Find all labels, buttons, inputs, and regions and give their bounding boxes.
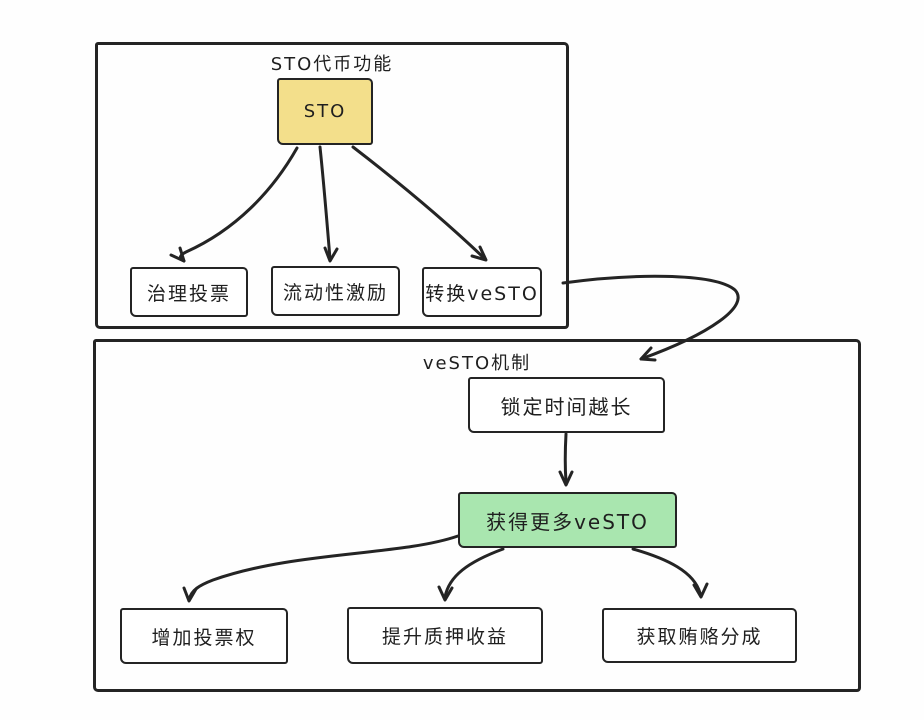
node-lock-duration: 锁定时间越长 bbox=[468, 377, 665, 433]
sto-functions-title: STO代币功能 bbox=[270, 54, 394, 75]
node-increase-voting-power: 增加投票权 bbox=[120, 608, 288, 664]
node-bribe-share: 获取贿赂分成 bbox=[602, 608, 797, 663]
node-boost-staking-yield: 提升质押收益 bbox=[347, 607, 543, 664]
node-sto: STO bbox=[277, 78, 373, 145]
frame-sto-functions: STO代币功能 bbox=[95, 42, 569, 329]
node-convert-vesto: 转换veSTO bbox=[422, 267, 542, 317]
node-more-vesto: 获得更多veSTO bbox=[458, 492, 677, 548]
node-governance-voting: 治理投票 bbox=[130, 267, 248, 317]
node-liquidity-incentive: 流动性激励 bbox=[271, 266, 400, 316]
frame-vesto-mechanism: veSTO机制 bbox=[93, 339, 861, 692]
vesto-mechanism-title: veSTO机制 bbox=[422, 353, 532, 374]
